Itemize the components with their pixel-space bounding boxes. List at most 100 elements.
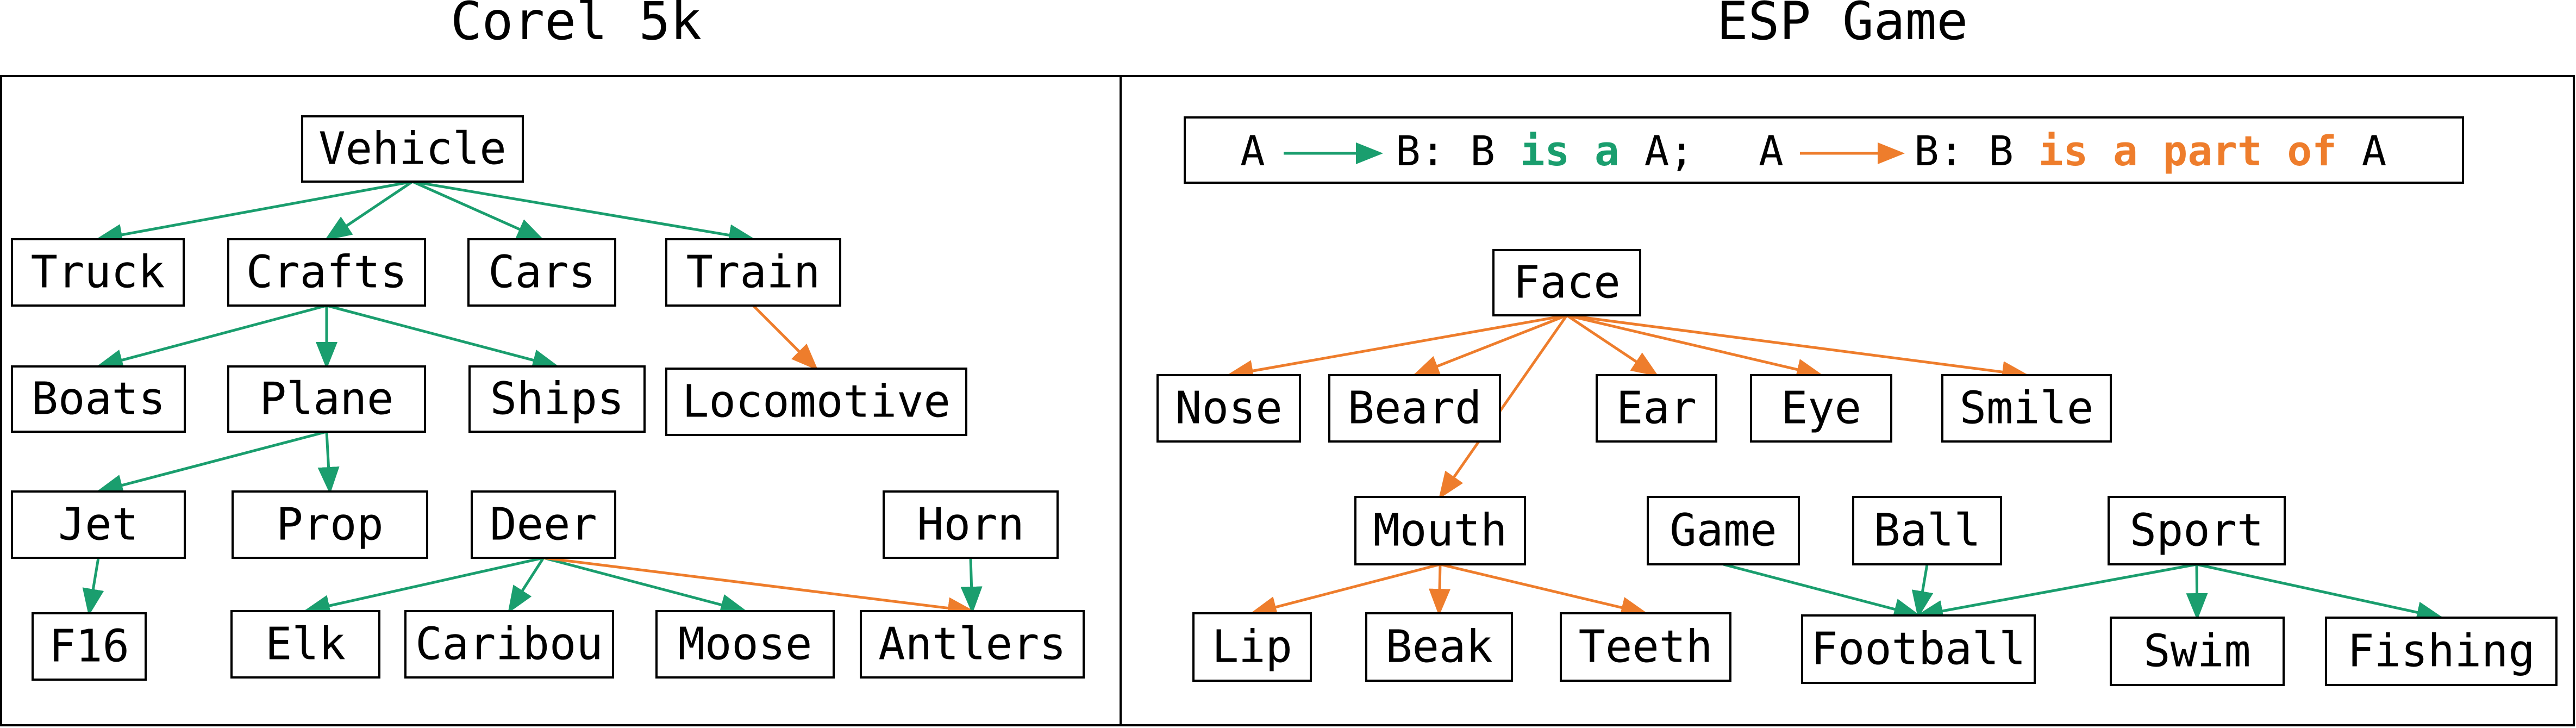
node-box-teeth [1560,612,1731,682]
node-ships: Ships [468,365,646,433]
legend-a2: A [1759,127,1784,175]
legend-is-a-text: is a [1520,127,1620,175]
node-box-lip [1192,612,1312,682]
edge-face-to-smile [1566,314,2029,383]
edge-face-to-ear [1566,314,1659,377]
edge-sport-to-fishing [2196,563,2444,623]
node-fishing: Fishing [2325,617,2558,686]
node-antlers: Antlers [860,610,1085,679]
edge-face-to-beard [1412,314,1567,377]
legend-part-of-text: is a part of [2039,127,2337,175]
node-box-prop [232,490,428,559]
node-label-football: Football [1811,624,2026,675]
legend-a1: A [1240,127,1265,175]
node-vehicle: Vehicle [301,115,524,183]
node-box-crafts [227,238,426,307]
node-label-nose: Nose [1175,383,1282,434]
edge-plane-to-jet [96,430,327,496]
node-label-fishing: Fishing [2347,626,2535,677]
node-elk: Elk [230,610,380,679]
node-box-boats [11,365,186,433]
edge-game-to-football [1723,563,1921,620]
edge-plane-to-prop [317,431,340,494]
node-box-fishing [2325,617,2558,686]
edge-ball-to-football [1911,564,1934,618]
node-prop: Prop [232,490,428,559]
node-label-train: Train [686,247,821,298]
node-box-train [665,238,841,307]
node-label-horn: Horn [917,499,1024,551]
node-label-plane: Plane [260,374,394,425]
node-beard: Beard [1328,374,1501,443]
edge-mouth-to-beak [1429,564,1450,616]
node-box-smile [1941,374,2112,443]
node-sport: Sport [2108,496,2286,565]
node-box-nose [1156,374,1301,443]
legend-a2-suffix: A [2337,127,2387,175]
edge-sport-to-football [1916,563,2197,622]
edge-horn-to-antlers [960,557,983,614]
node-beak: Beak [1365,612,1513,682]
edge-deer-to-elk [303,556,544,617]
node-label-smile: Smile [1960,383,2094,434]
legend: A B: B is a A; A B: B is a part of A [1184,116,2464,184]
node-cars: Cars [467,238,616,307]
node-label-deer: Deer [490,499,597,551]
node-box-f16 [32,612,147,681]
legend-a1-suffix: A; [1620,127,1694,175]
edge-vehicle-to-train [412,180,756,246]
node-box-ear [1596,374,1717,443]
node-box-antlers [860,610,1085,679]
node-label-caribou: Caribou [415,619,603,670]
node-box-plane [227,365,426,433]
node-locomotive: Locomotive [665,368,967,436]
node-box-beard [1328,374,1501,443]
edge-mouth-to-teeth [1440,563,1648,619]
node-nose: Nose [1156,374,1301,443]
node-box-horn [883,490,1059,559]
edge-face-to-mouth [1439,314,1568,500]
node-label-f16: F16 [49,621,129,673]
node-box-deer [471,490,616,559]
edge-deer-to-moose [543,556,748,615]
node-f16: F16 [32,612,147,681]
node-label-moose: Moose [678,619,812,670]
node-plane: Plane [227,365,426,433]
node-box-swim [2110,617,2285,686]
node-teeth: Teeth [1560,612,1731,682]
panel-title-corel: Corel 5k [451,0,702,52]
panel-esp [1120,75,2575,726]
edge-jet-to-f16 [82,557,104,616]
node-box-moose [655,610,835,679]
edge-deer-to-antlers [543,556,975,619]
node-ball: Ball [1852,496,2002,565]
node-box-jet [11,490,186,559]
node-label-prop: Prop [276,499,383,551]
node-label-boats: Boats [32,374,166,425]
node-label-jet: Jet [58,499,139,551]
node-football: Football [1801,614,2036,684]
edge-deer-to-caribou [508,557,545,614]
node-smile: Smile [1941,374,2112,443]
node-face: Face [1492,249,1641,316]
node-box-sport [2108,496,2286,565]
node-box-eye [1750,374,1892,443]
node-jet: Jet [11,490,186,559]
node-label-face: Face [1513,257,1620,309]
node-box-mouth [1354,496,1526,565]
node-label-vehicle: Vehicle [318,123,507,175]
node-box-truck [11,238,185,307]
node-box-game [1647,496,1800,565]
edge-face-to-nose [1226,314,1567,382]
node-horn: Horn [883,490,1059,559]
edge-vehicle-to-truck [95,180,413,246]
legend-b1: B: B is a A; [1396,127,1694,175]
node-label-crafts: Crafts [246,247,407,298]
node-game: Game [1647,496,1800,565]
node-box-caribou [404,610,614,679]
node-label-locomotive: Locomotive [682,376,951,428]
edges [82,180,2444,623]
node-truck: Truck [11,238,185,307]
